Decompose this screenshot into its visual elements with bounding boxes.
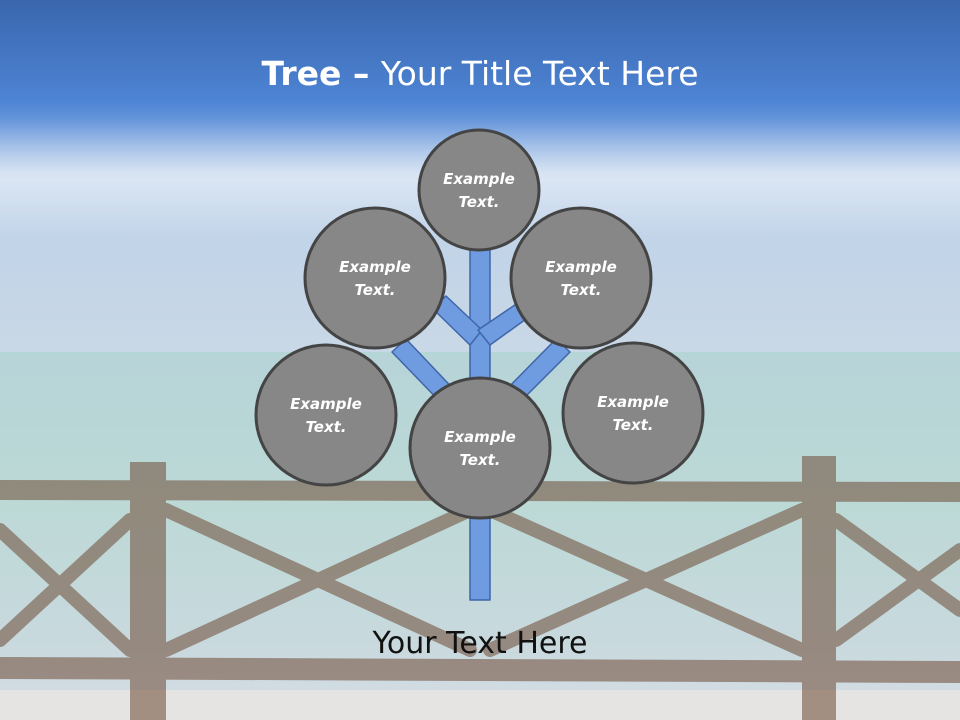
title-bold: Tree	[261, 54, 342, 93]
node-label-line: Example	[443, 170, 515, 188]
node-label-upper-right: Example Text.	[521, 256, 641, 302]
fence-brace	[0, 513, 137, 647]
node-label-top: Example Text.	[419, 168, 539, 214]
fence-brace	[829, 513, 960, 617]
node-label-line: Example	[339, 258, 411, 276]
node-label-center: Example Text.	[420, 426, 540, 472]
node-label-line: Example	[444, 428, 516, 446]
node-label-line: Text.	[305, 418, 347, 436]
fence-brace	[483, 503, 809, 657]
fence-brace	[829, 543, 960, 647]
node-label-line: Example	[545, 258, 617, 276]
node-label-line: Text.	[612, 416, 654, 434]
tree-nodes	[254, 128, 705, 520]
node-label-line: Text.	[459, 451, 501, 469]
fence	[0, 456, 960, 720]
node-circle-upper-left	[303, 206, 447, 350]
node-circle-top	[417, 128, 541, 252]
node-label-line: Example	[290, 395, 362, 413]
node-label-upper-left: Example Text.	[315, 256, 435, 302]
fence-brace	[0, 523, 137, 657]
node-label-line: Example	[597, 393, 669, 411]
node-label-lower-left: Example Text.	[266, 393, 386, 439]
node-label-line: Text.	[560, 281, 602, 299]
node-circle-lower-left	[254, 343, 398, 487]
title-text: Your Title Text Here	[380, 54, 699, 93]
title-separator: –	[341, 54, 381, 93]
node-label-lower-right: Example Text.	[573, 391, 693, 437]
node-label-line: Text.	[354, 281, 396, 299]
fence-bottom-rail	[0, 657, 960, 683]
slide-caption: Your Text Here	[372, 626, 588, 661]
fence-brace	[159, 503, 477, 657]
node-circle-lower-right	[561, 341, 705, 485]
slide-title: Tree – Your Title Text Here	[0, 52, 960, 96]
node-circle-upper-right	[509, 206, 653, 350]
node-circle-center	[408, 376, 552, 520]
node-label-line: Text.	[458, 193, 500, 211]
